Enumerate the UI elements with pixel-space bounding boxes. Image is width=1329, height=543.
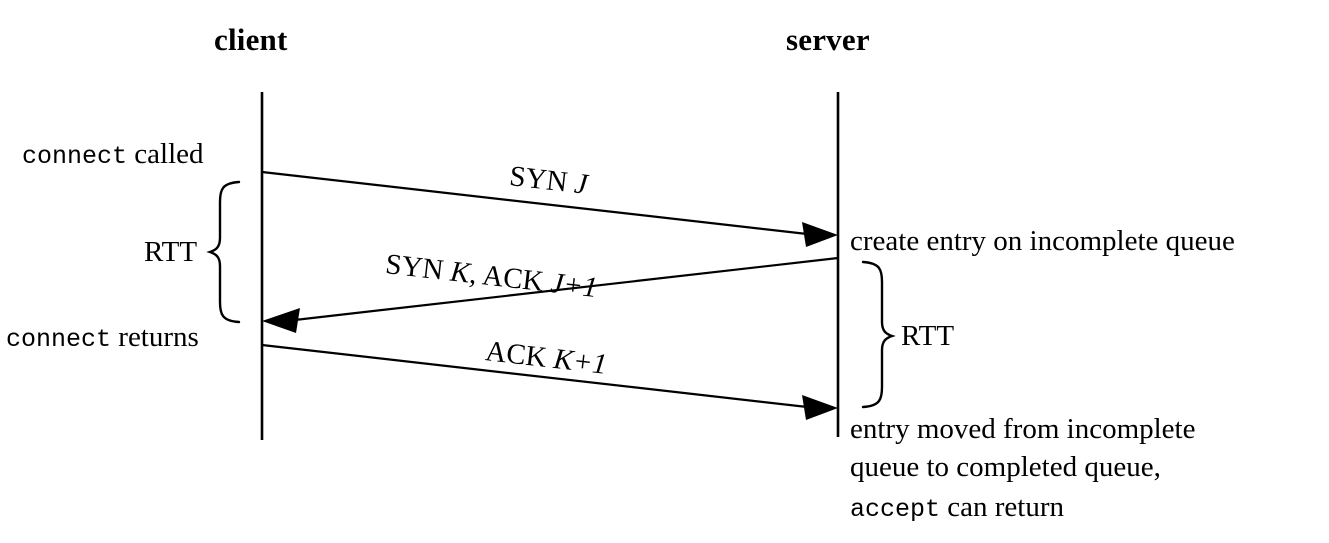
message-arrow-ack-k-head bbox=[802, 395, 838, 420]
connect-returns-call: connect bbox=[6, 325, 112, 354]
client-rtt-brace bbox=[206, 180, 241, 324]
message-arrow-syn-j-head bbox=[802, 222, 838, 247]
client-header: client bbox=[214, 22, 288, 57]
accept-call: accept bbox=[850, 495, 941, 524]
message-arrow-syn-k-ack-line bbox=[285, 256, 839, 323]
accept-can-return-label: accept can return bbox=[850, 488, 1064, 526]
entry-moved-line2: queue to completed queue, bbox=[850, 451, 1161, 483]
message-label-ack-k1-value: K+1 bbox=[551, 342, 609, 381]
message-arrow-syn-j-line bbox=[261, 170, 817, 237]
connect-called-rest: called bbox=[127, 138, 204, 170]
connect-returns-rest: returns bbox=[111, 321, 199, 353]
connect-called-call: connect bbox=[22, 142, 128, 171]
message-arrow-syn-k-ack-head bbox=[262, 308, 300, 333]
client-rtt-label: RTT bbox=[144, 236, 198, 268]
message-arrow-ack-k-line bbox=[261, 343, 817, 410]
connect-called-label: connect called bbox=[22, 138, 204, 171]
connect-returns-label: connect returns bbox=[6, 321, 199, 354]
server-rtt-brace bbox=[861, 260, 896, 409]
create-entry-label: create entry on incomplete queue bbox=[850, 225, 1235, 257]
message-label-ack-j1-value: J+1 bbox=[548, 266, 600, 305]
accept-rest: can return bbox=[940, 491, 1065, 523]
entry-moved-line1: entry moved from incomplete bbox=[850, 413, 1196, 445]
server-rtt-label: RTT bbox=[901, 320, 955, 352]
server-header: server bbox=[786, 22, 870, 57]
